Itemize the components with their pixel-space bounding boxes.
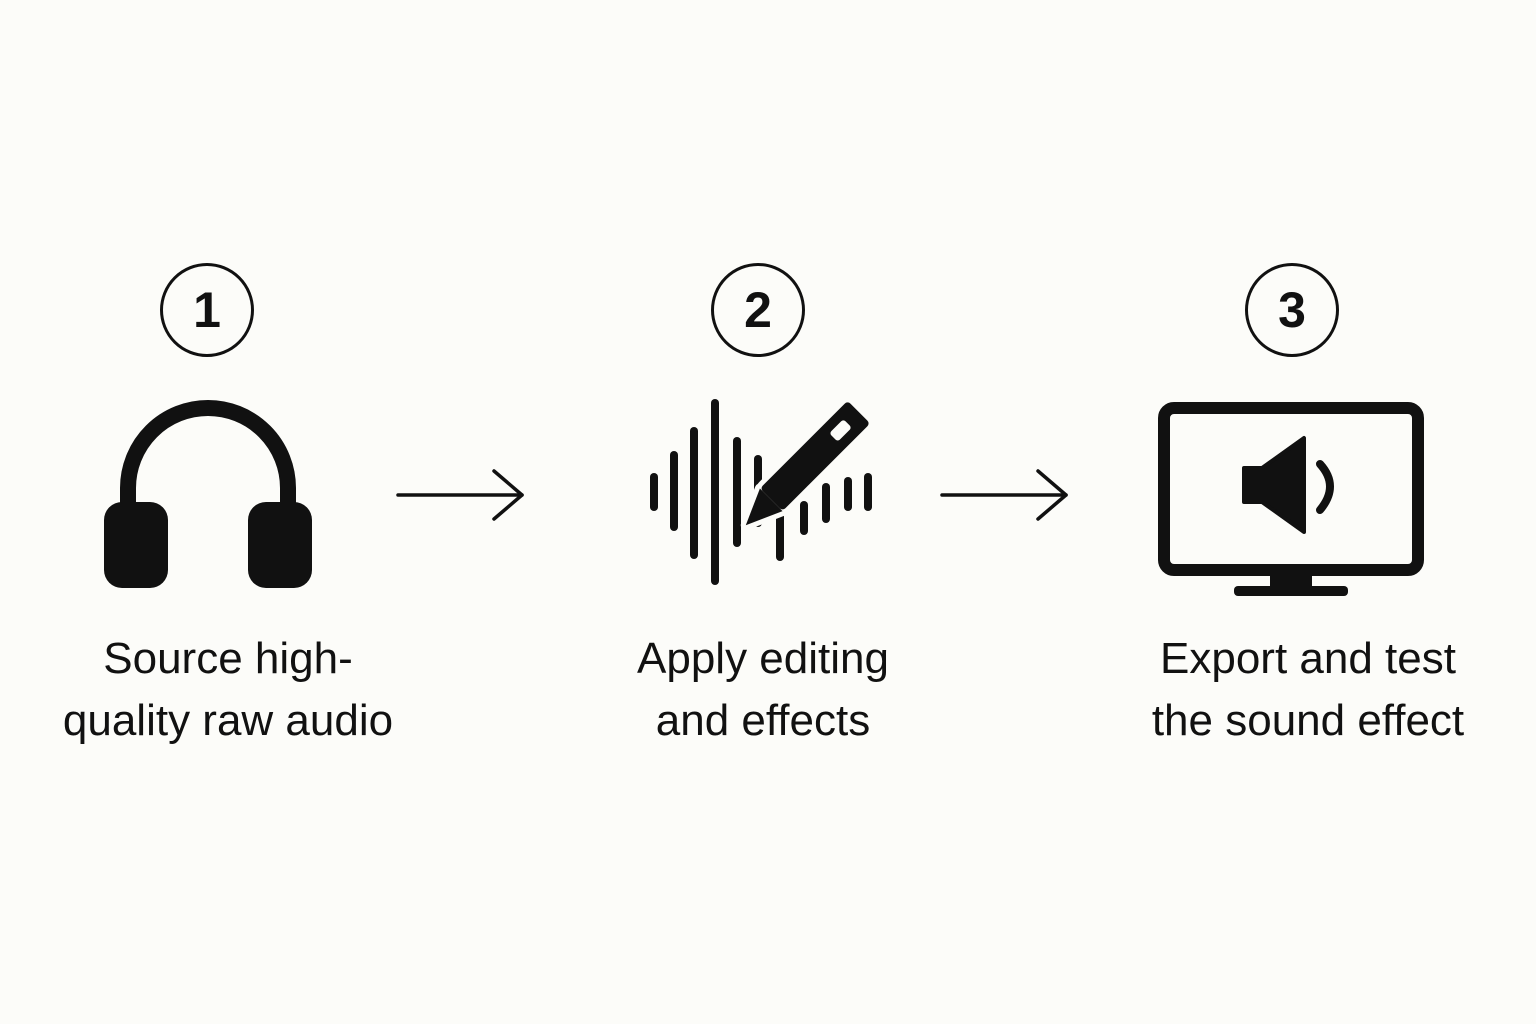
monitor-speaker-icon	[1158, 402, 1424, 596]
step-3-label-line-2: the sound effect	[1151, 696, 1465, 745]
step-1-label: Source high- quality raw audio	[8, 628, 448, 752]
step-1-number-badge: 1	[160, 263, 254, 357]
headphones-icon	[104, 400, 312, 588]
step-2-number-badge: 2	[711, 263, 805, 357]
step-1-label-line-1: Source high-	[103, 634, 353, 683]
step-3-label: Export and test the sound effect	[1088, 628, 1528, 752]
step-2-label-line-2: and effects	[655, 696, 871, 745]
step-2-label: Apply editing and effects	[543, 628, 983, 752]
step-3-label-line-1: Export and test	[1160, 634, 1456, 683]
arrow-right-icon	[940, 469, 1068, 521]
step-3-number-badge: 3	[1245, 263, 1339, 357]
speaker-icon	[1242, 436, 1334, 534]
waveform-edit-icon	[650, 397, 874, 585]
step-2-label-line-1: Apply editing	[637, 634, 889, 683]
step-1-label-line-2: quality raw audio	[62, 696, 394, 745]
arrow-right-icon	[396, 469, 524, 521]
